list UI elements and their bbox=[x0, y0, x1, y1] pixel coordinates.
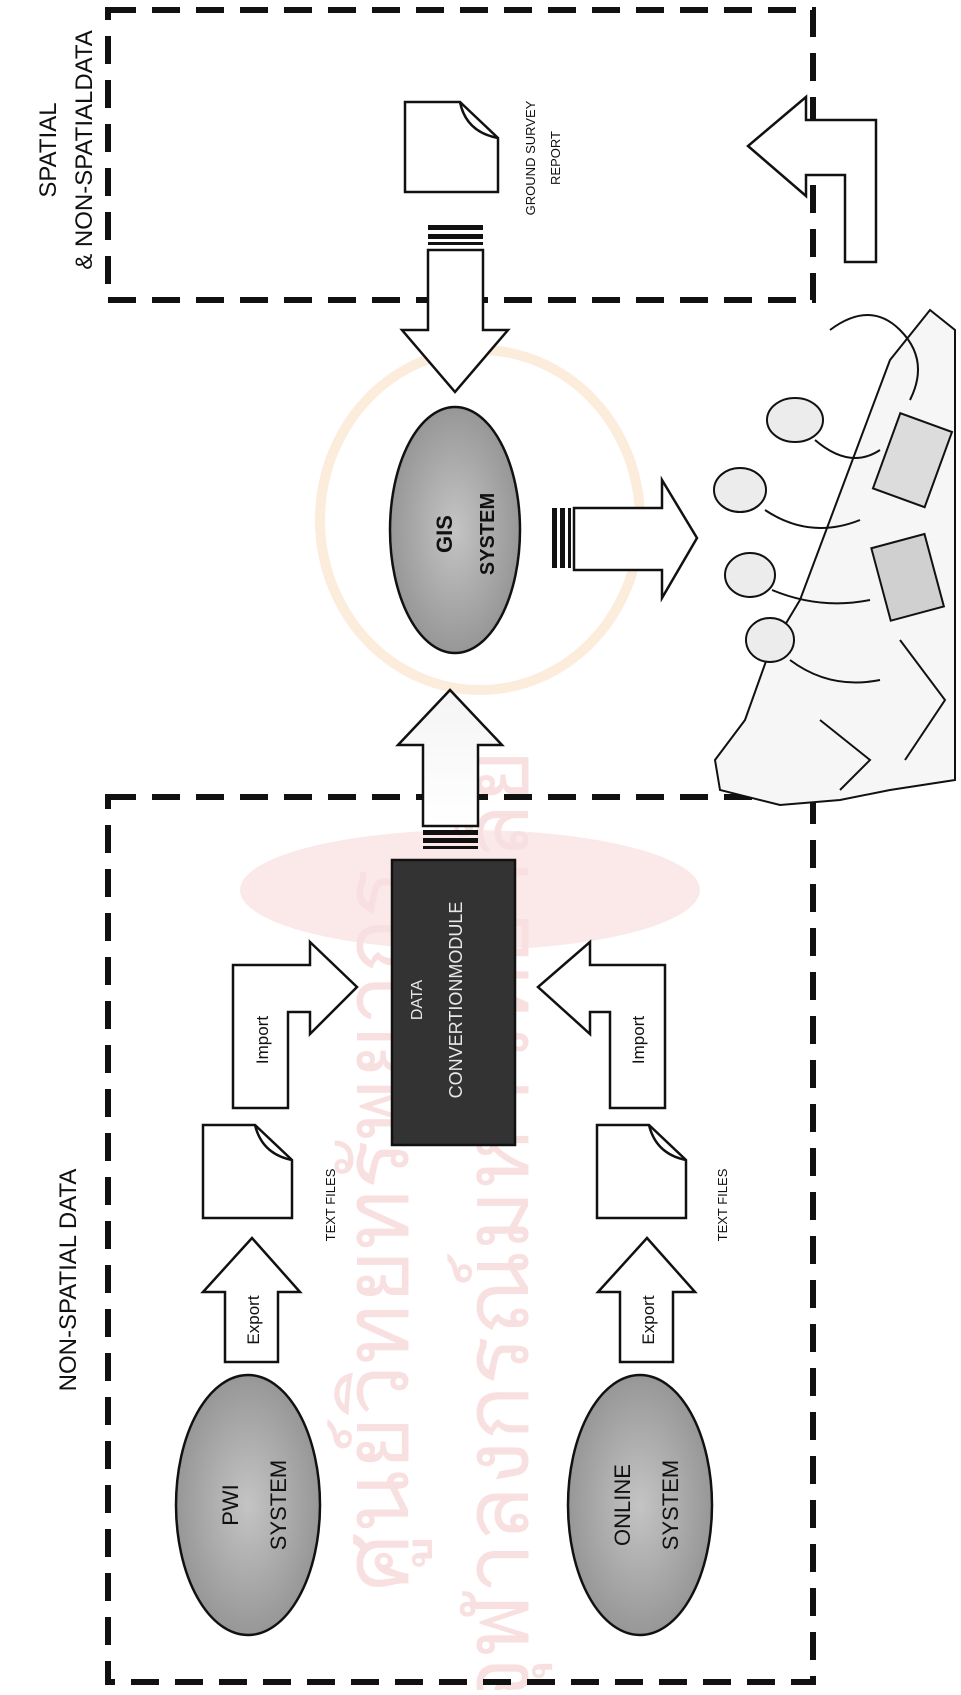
pwi-label-line1: PWI bbox=[218, 1484, 243, 1526]
spatial-label-line1: SPATIAL bbox=[35, 102, 62, 197]
ground-survey-label-line1: GROUND SURVEY bbox=[523, 100, 538, 215]
module-label-line1: DATA bbox=[409, 980, 426, 1021]
spatial-label-line2: & NON-SPATIALDATA bbox=[71, 30, 98, 270]
module-label-line2: CONVERTIONMODULE bbox=[446, 902, 466, 1099]
text-file-top-icon bbox=[203, 1125, 292, 1218]
text-files-label-top: TEXT FILES bbox=[323, 1168, 338, 1241]
online-label-line1: ONLINE bbox=[610, 1464, 635, 1546]
users-illustration bbox=[714, 310, 955, 805]
pwi-system-node bbox=[176, 1375, 320, 1635]
online-system-node bbox=[568, 1375, 712, 1635]
gis-label-line1: GIS bbox=[432, 515, 457, 553]
import-label-top: Import bbox=[253, 1016, 272, 1064]
pwi-label-line2: SYSTEM bbox=[266, 1460, 291, 1550]
text-files-label-bottom: TEXT FILES bbox=[715, 1168, 730, 1241]
ground-survey-label-line2: REPORT bbox=[548, 131, 563, 185]
ground-survey-document-icon bbox=[405, 102, 498, 192]
export-label-top: Export bbox=[244, 1295, 263, 1344]
gis-label-line2: SYSTEM bbox=[477, 493, 499, 575]
import-label-bottom: Import bbox=[629, 1016, 648, 1064]
online-label-line2: SYSTEM bbox=[658, 1460, 683, 1550]
text-file-bottom-icon bbox=[597, 1125, 686, 1218]
export-label-bottom: Export bbox=[639, 1295, 658, 1344]
non-spatial-label: NON-SPATIAL DATA bbox=[55, 1169, 82, 1392]
